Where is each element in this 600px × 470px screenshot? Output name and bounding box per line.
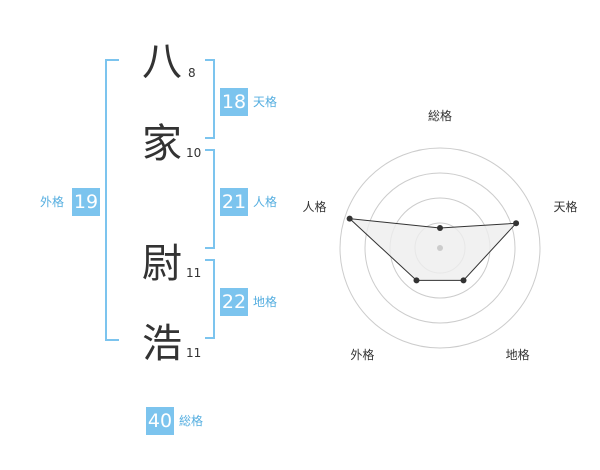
radar-point-4 [413,277,420,284]
gaikaku-label: 外格 [40,195,65,209]
jinkaku-bracket [205,149,215,249]
stroke-count-1: 8 [188,66,196,80]
radar-axis-label-4: 外格 [350,347,374,362]
chikaku-label: 地格 [253,295,278,309]
tenkaku-label: 天格 [253,95,278,109]
gaikaku-bracket [105,59,119,341]
name-char-4: 浩 [142,321,182,367]
stroke-count-2: 10 [186,146,202,160]
radar-axis-label-5: 人格 [302,199,326,214]
tenkaku-bracket [205,59,215,139]
radar-ring-3 [364,172,516,324]
radar-point-2 [513,220,520,227]
radar-axis-label-2: 天格 [554,199,578,214]
name-char-2: 家 [142,121,182,167]
jinkaku-label: 人格 [253,195,278,209]
radar-point-5 [346,215,353,222]
stroke-count-3: 11 [186,266,202,280]
soukaku-value: 40 [146,407,174,435]
radar-area [348,217,518,281]
chikaku-bracket [205,259,215,339]
tenkaku-value: 18 [220,88,248,116]
jinkaku-value: 21 [220,188,248,216]
radar-axis-label-3: 地格 [506,347,530,362]
name-char-1: 八 [142,39,182,85]
radar-point-1 [437,225,443,231]
radar-ring-4 [339,147,541,349]
chikaku-value: 22 [220,288,248,316]
radar-axis-label-1: 総格 [428,108,452,123]
name-char-3: 尉 [142,241,182,287]
radar-point-3 [460,277,467,284]
radar-center-point [437,245,443,251]
stroke-count-4: 11 [186,346,202,360]
soukaku-label: 総格 [179,414,204,428]
gaikaku-value: 19 [72,188,100,216]
